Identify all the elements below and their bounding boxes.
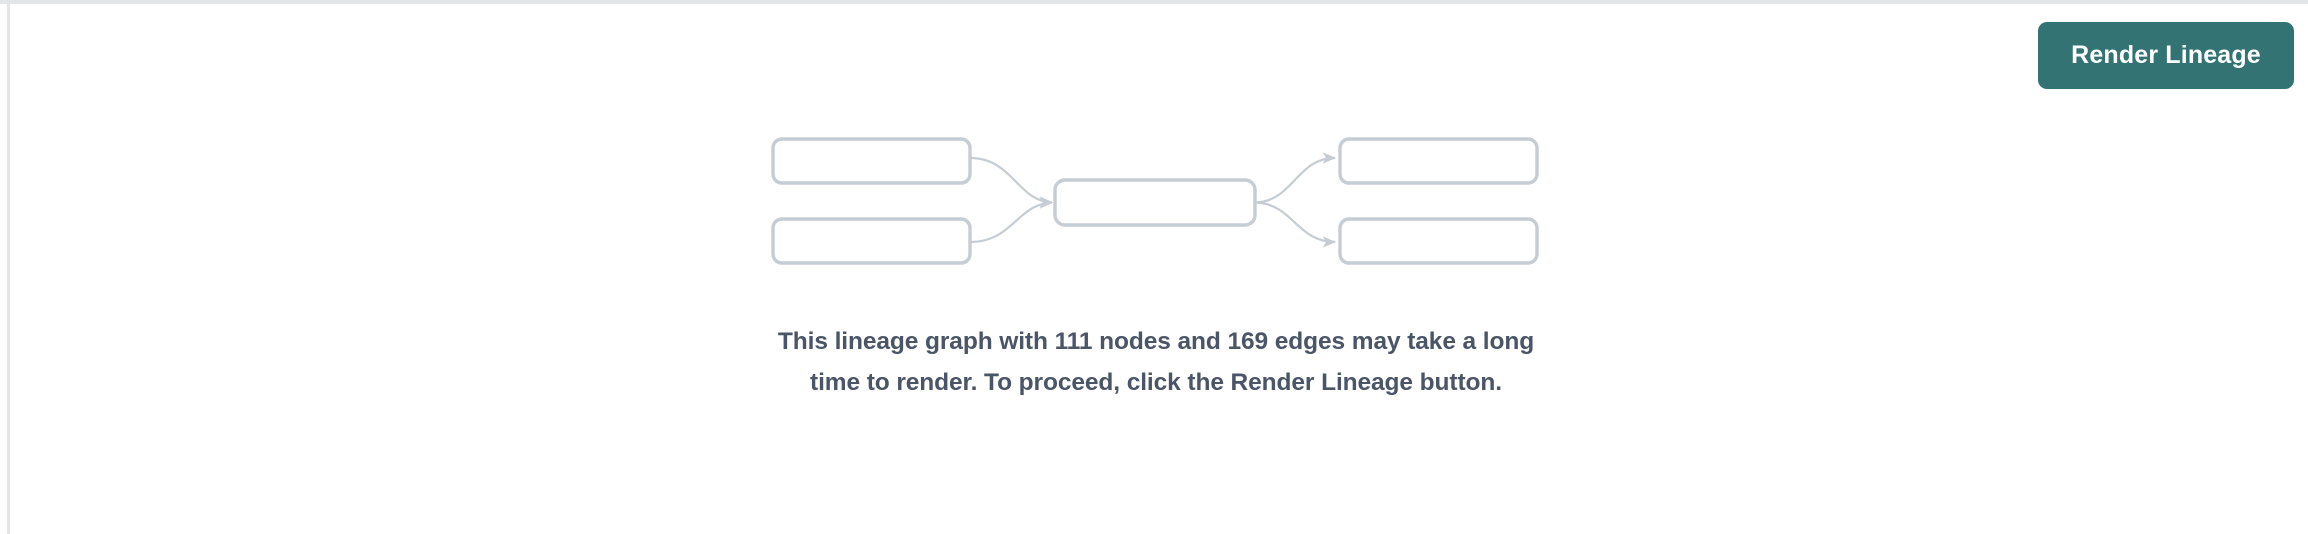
placeholder-node-downstream-2 (1338, 217, 1539, 265)
placeholder-node-focus (1053, 178, 1257, 227)
placeholder-edge-downstream-1 (1255, 152, 1337, 204)
lineage-graph-placeholder-icon (755, 125, 1555, 280)
placeholder-edge-upstream-2 (969, 197, 1054, 244)
placeholder-node-upstream-1 (771, 137, 972, 185)
placeholder-node-upstream-2 (771, 217, 972, 265)
placeholder-edge-upstream-1 (969, 156, 1054, 208)
left-panel-divider (7, 4, 10, 534)
top-divider (0, 0, 2308, 4)
placeholder-node-downstream-1 (1338, 137, 1539, 185)
lineage-warning-message: This lineage graph with 111 nodes and 16… (777, 328, 1535, 396)
render-lineage-button[interactable]: Render Lineage (2038, 22, 2294, 89)
placeholder-edge-downstream-2 (1255, 201, 1337, 248)
